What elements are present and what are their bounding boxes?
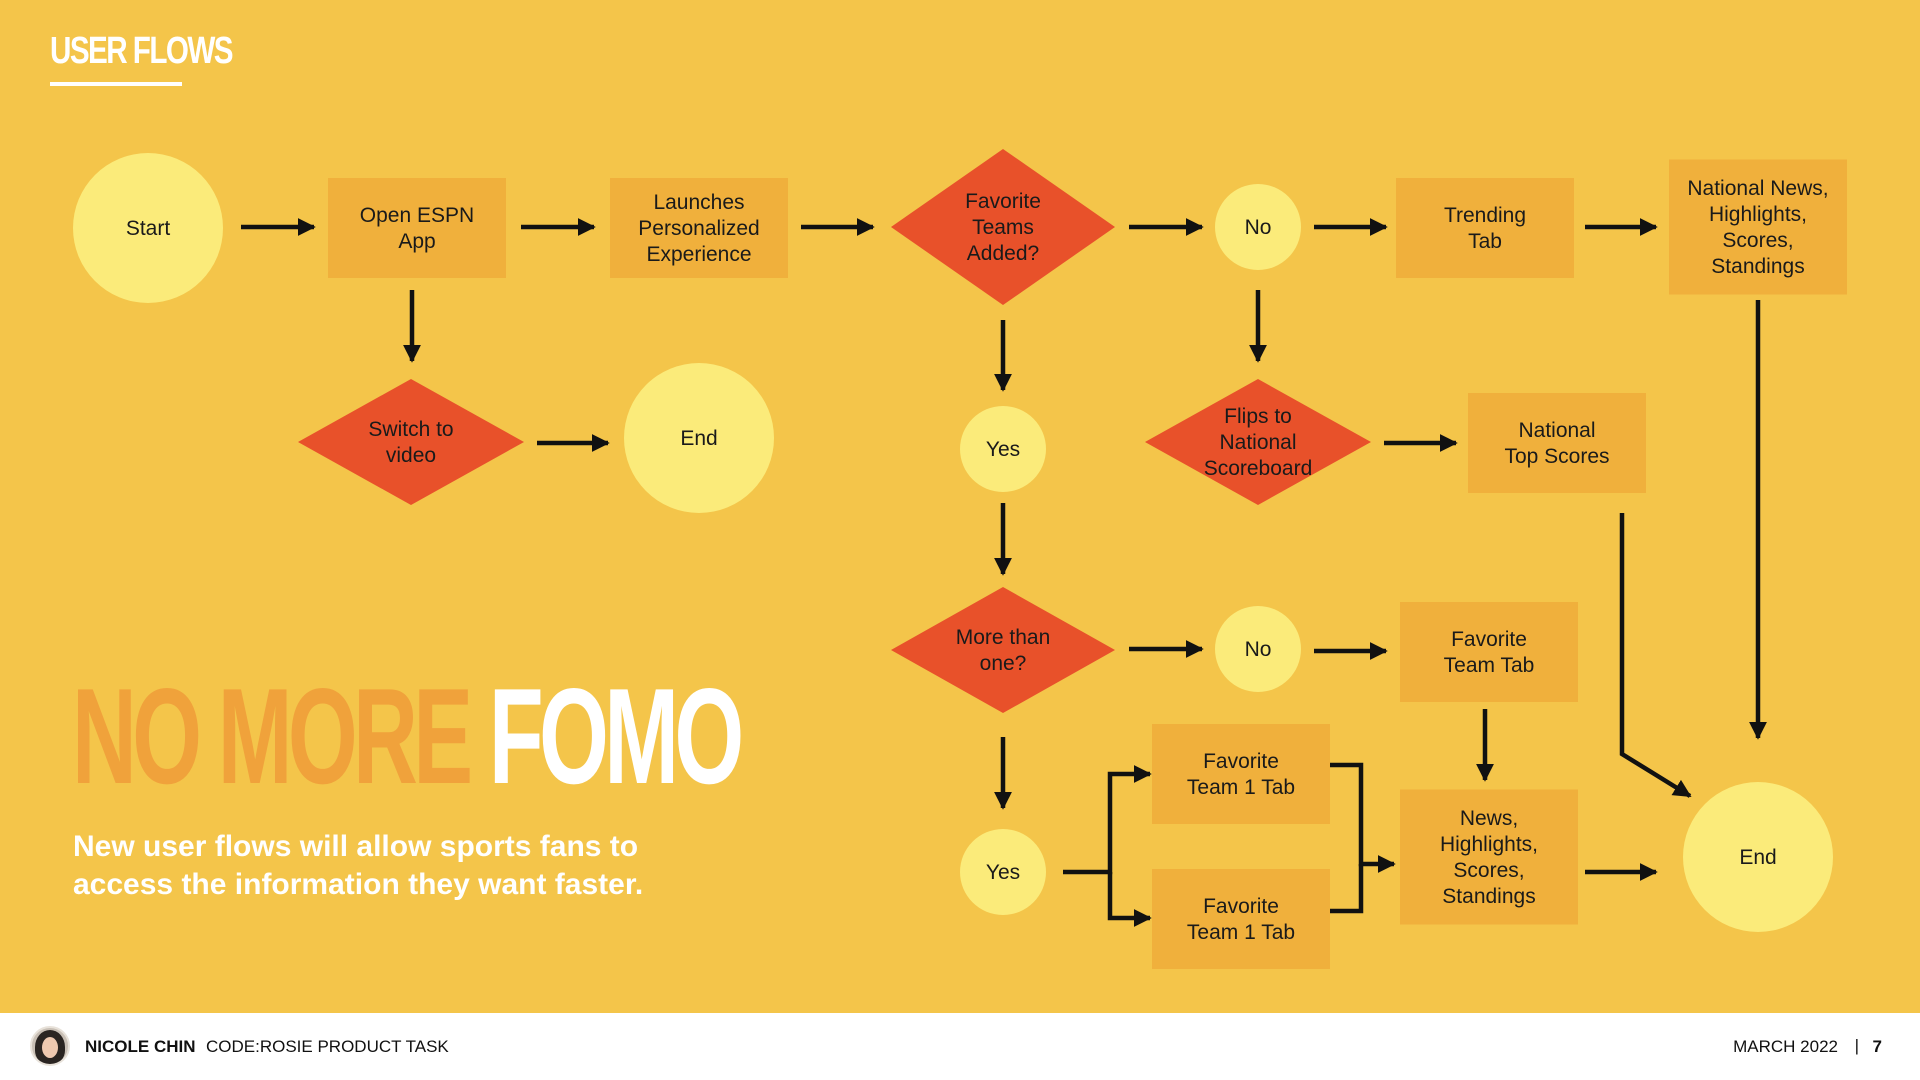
- yes-2-label: Yes: [986, 861, 1020, 884]
- footer-task: CODE:ROSIE PRODUCT TASK: [206, 1037, 449, 1056]
- footer-separator: |: [1854, 1036, 1859, 1055]
- yes-1-label: Yes: [986, 438, 1020, 461]
- headline-part-2: FOMO: [488, 660, 744, 812]
- favorite-team-tab-process-shape: [1400, 602, 1578, 702]
- more-than-one-decision-shape: [891, 587, 1115, 713]
- node-no-2: No: [1215, 606, 1301, 692]
- news-highlights-process-shape: [1400, 789, 1578, 925]
- headline-subtext: New user flows will allow sports fans to…: [73, 830, 644, 901]
- node-yes-2: Yes: [960, 829, 1046, 915]
- footer-author: NICOLE CHIN: [85, 1037, 196, 1056]
- edge-favorite-team-1-tab-a-to-news-highlights: [1330, 762, 1396, 873]
- national-news-label: National News,Highlights,Scores,Standing…: [1687, 177, 1828, 278]
- no-2-terminal-shape: [1215, 606, 1301, 692]
- node-news-highlights: News,Highlights,Scores,Standings: [1400, 789, 1578, 925]
- end-2-label: End: [1739, 846, 1776, 869]
- end-1-terminal-shape: [624, 363, 774, 513]
- start-label: Start: [126, 217, 171, 240]
- headline-part-1: NO MORE: [72, 660, 473, 812]
- avatar: [30, 1026, 70, 1066]
- no-1-terminal-shape: [1215, 184, 1301, 270]
- flips-to-national-decision-shape: [1145, 379, 1371, 505]
- node-start: Start: [73, 153, 223, 303]
- headline: NO MORE FOMO: [72, 668, 744, 804]
- yes-2-terminal-shape: [960, 829, 1046, 915]
- no-1-label: No: [1245, 216, 1272, 239]
- favorite-team-1-tab-b-process-shape: [1152, 869, 1330, 969]
- end-1-label: End: [680, 427, 717, 450]
- node-yes-1: Yes: [960, 406, 1046, 492]
- section-title-underline: [50, 82, 182, 86]
- trending-tab-process-shape: [1396, 178, 1574, 278]
- switch-to-video-decision-shape: [298, 379, 524, 505]
- edges-layer: [241, 218, 1767, 927]
- favorite-teams-added-decision-shape: [891, 149, 1115, 305]
- yes-1-terminal-shape: [960, 406, 1046, 492]
- end-2-terminal-shape: [1683, 782, 1833, 932]
- national-top-scores-process-shape: [1468, 393, 1646, 493]
- footer-date: MARCH 2022: [1733, 1037, 1838, 1056]
- start-terminal-shape: [73, 153, 223, 303]
- edge-favorite-team-1-tab-b-to-news-highlights: [1330, 864, 1364, 914]
- edge-yes-2-to-favorite-team-1-tab-b: [1107, 872, 1152, 927]
- favorite-team-1-tab-a-process-shape: [1152, 724, 1330, 824]
- node-end-1: End: [624, 363, 774, 513]
- launches-personalized-process-shape: [610, 178, 788, 278]
- footer-bar: NICOLE CHIN CODE:ROSIE PRODUCT TASK MARC…: [0, 1013, 1920, 1080]
- section-title: USER FLOWS: [50, 30, 234, 72]
- news-highlights-label: News,Highlights,Scores,Standings: [1440, 807, 1538, 908]
- national-news-process-shape: [1669, 159, 1847, 295]
- edge-yes-2-to-favorite-team-1-tab-a: [1063, 765, 1152, 875]
- footer-page-number: 7: [1872, 1037, 1882, 1056]
- no-2-label: No: [1245, 638, 1272, 661]
- node-national-news: National News,Highlights,Scores,Standing…: [1669, 159, 1847, 295]
- open-espn-app-process-shape: [328, 178, 506, 278]
- node-no-1: No: [1215, 184, 1301, 270]
- node-end-2: End: [1683, 782, 1833, 932]
- edge-national-top-scores-to-end-2: [1619, 513, 1692, 798]
